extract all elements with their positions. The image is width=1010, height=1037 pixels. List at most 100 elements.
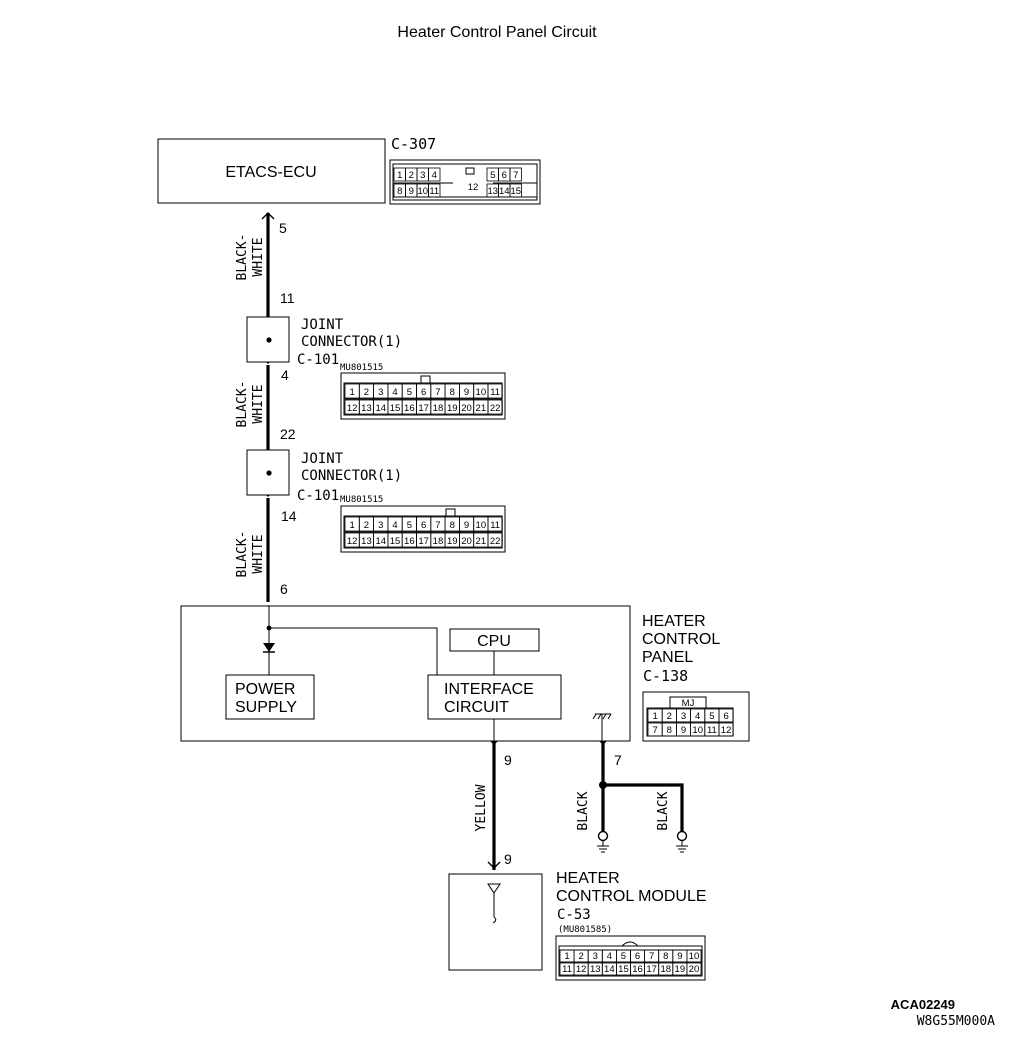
c307-cells-pin-7: 7	[513, 170, 518, 181]
etacs-pin-chevron	[261, 212, 275, 220]
c307-cells-pin-15-cell	[509, 183, 522, 198]
heater-control-panel-box	[180, 605, 631, 742]
heater-control-module-label-line1: HEATER	[556, 870, 620, 887]
c101b-cells-pin-16: 16	[404, 536, 415, 547]
c138-cells-pin-12-cell	[718, 722, 734, 737]
c307-cells-pin-3: 3	[420, 170, 425, 181]
c307-cells-pin-5: 5	[490, 170, 495, 181]
c53-cells-pin-12: 12	[576, 964, 587, 975]
c101a-cells-pin-16: 16	[404, 403, 415, 414]
joint-connector-1-label-line2: CONNECTOR(1)	[301, 334, 402, 350]
c101a-cells-pin-10: 10	[476, 387, 487, 398]
c101b-cells-pin-9: 9	[464, 520, 469, 531]
c53-cells-pin-17: 17	[646, 964, 657, 975]
wire3-color-line2: WHITE	[251, 534, 266, 573]
c307-cells-pin-10: 10	[417, 186, 428, 197]
c138-cells-pin-8: 8	[667, 725, 672, 736]
interface-circuit-label-line2: CIRCUIT	[444, 699, 509, 716]
c53-cells-pin-4: 4	[607, 951, 612, 962]
heater-control-panel-label-line2: CONTROL	[642, 631, 720, 648]
wire1-color-line2: WHITE	[251, 237, 266, 276]
c101b-cells-pin-20: 20	[461, 536, 472, 547]
c53-cells-pin-6: 6	[635, 951, 640, 962]
c53-cells-pin-2: 2	[579, 951, 584, 962]
c307-cells-pin-14: 14	[499, 186, 510, 197]
c53-cells-pin-1: 1	[564, 951, 569, 962]
wire1-pin-top: 5	[279, 220, 287, 236]
c101b-cells-pin-8: 8	[450, 520, 455, 531]
cpu-label: CPU	[477, 633, 511, 650]
c53-cells-pin-19: 19	[675, 964, 686, 975]
heater-control-module-label-line2: CONTROL MODULE	[556, 888, 707, 905]
c101b-cells-pin-3: 3	[378, 520, 383, 531]
c101a-cells-pin-21: 21	[476, 403, 487, 414]
wire3-color-line1: BLACK-	[235, 531, 250, 578]
c53-cells-pin-8: 8	[663, 951, 668, 962]
c101b-cells-pin-21: 21	[476, 536, 487, 547]
c101a-cells-pin-4: 4	[392, 387, 397, 398]
ground-symbol-left	[597, 830, 609, 853]
etacs-ecu: ETACS-ECU	[157, 138, 386, 204]
c53-cells-pin-11: 11	[562, 964, 572, 975]
c101b-cells-pin-15: 15	[390, 536, 401, 547]
joint-connector-2-part-no: MU801515	[340, 495, 383, 505]
c101b-cells-pin-17: 17	[418, 536, 429, 547]
c307-pin-12: 12	[468, 182, 479, 193]
c307-cells-pin-15: 15	[510, 186, 521, 197]
c53-cells-pin-9: 9	[677, 951, 682, 962]
c101a-cells-pin-11: 11	[490, 387, 500, 398]
wire2-pin-bottom: 22	[280, 426, 296, 442]
c101a-cells-pin-5: 5	[407, 387, 412, 398]
etacs-ecu-label: ETACS-ECU	[225, 164, 316, 181]
c101a-cells-pin-22: 22	[490, 403, 501, 414]
c138-cells-pin-2: 2	[667, 711, 672, 722]
c101b-cells-pin-10: 10	[476, 520, 487, 531]
yellow-wire-color: YELLOW	[474, 784, 489, 831]
c53-cells-pin-14: 14	[604, 964, 615, 975]
wire2-pin-top: 4	[281, 367, 289, 383]
wire1-pin-bottom: 11	[280, 290, 295, 306]
c53-cells-pin-13: 13	[590, 964, 601, 975]
c101b-cells-pin-1: 1	[350, 520, 355, 531]
c101b-cells-pin-18: 18	[433, 536, 444, 547]
c307-cells-pin-4-cell	[428, 167, 441, 182]
c101a-cells-pin-8: 8	[450, 387, 455, 398]
c53-cells-pin-5: 5	[621, 951, 626, 962]
c101a-cells-pin-1: 1	[350, 387, 355, 398]
c101a-cells-pin-6: 6	[421, 387, 426, 398]
c307-connector-label: C-307	[391, 135, 436, 153]
wire3-pin-top: 14	[281, 508, 297, 524]
c138-cells-pin-5: 5	[709, 711, 714, 722]
c53-cells-pin-10: 10	[689, 951, 700, 962]
yellow-wire-pin-bottom: 9	[504, 851, 512, 867]
c101a-cells-pin-12: 12	[347, 403, 358, 414]
c138-connector-label: C-138	[643, 667, 688, 685]
heater-control-panel-label-line3: PANEL	[642, 649, 693, 666]
c101b-cells-pin-11-cell	[487, 516, 503, 532]
joint-connector-2-label-line2: CONNECTOR(1)	[301, 468, 402, 484]
c101b-cells-pin-5: 5	[407, 520, 412, 531]
c53-cells-pin-10-cell	[686, 949, 702, 963]
c307-cells-pin-11: 11	[429, 186, 439, 197]
c307-cells-pin-6: 6	[502, 170, 507, 181]
c101b-cells-pin-4: 4	[392, 520, 397, 531]
c101b-cells-pin-22: 22	[490, 536, 501, 547]
joint-connector-1-label-line1: JOINT	[301, 317, 344, 333]
c101b-cells-pin-7: 7	[435, 520, 440, 531]
c138-cells-pin-11: 11	[707, 725, 717, 736]
c101a-cells-pin-19: 19	[447, 403, 458, 414]
c101a-cells-pin-2: 2	[364, 387, 369, 398]
diagram-title: Heater Control Panel Circuit	[397, 24, 597, 41]
joint-connector-1-part-no: MU801515	[340, 363, 383, 373]
c307-cells-pin-9: 9	[409, 186, 414, 197]
c307-cells-pin-7-cell	[509, 167, 522, 182]
c53-part-no: (MU801585)	[558, 925, 612, 935]
c101b-cells-pin-11: 11	[490, 520, 500, 531]
c101a-cells-pin-9: 9	[464, 387, 469, 398]
